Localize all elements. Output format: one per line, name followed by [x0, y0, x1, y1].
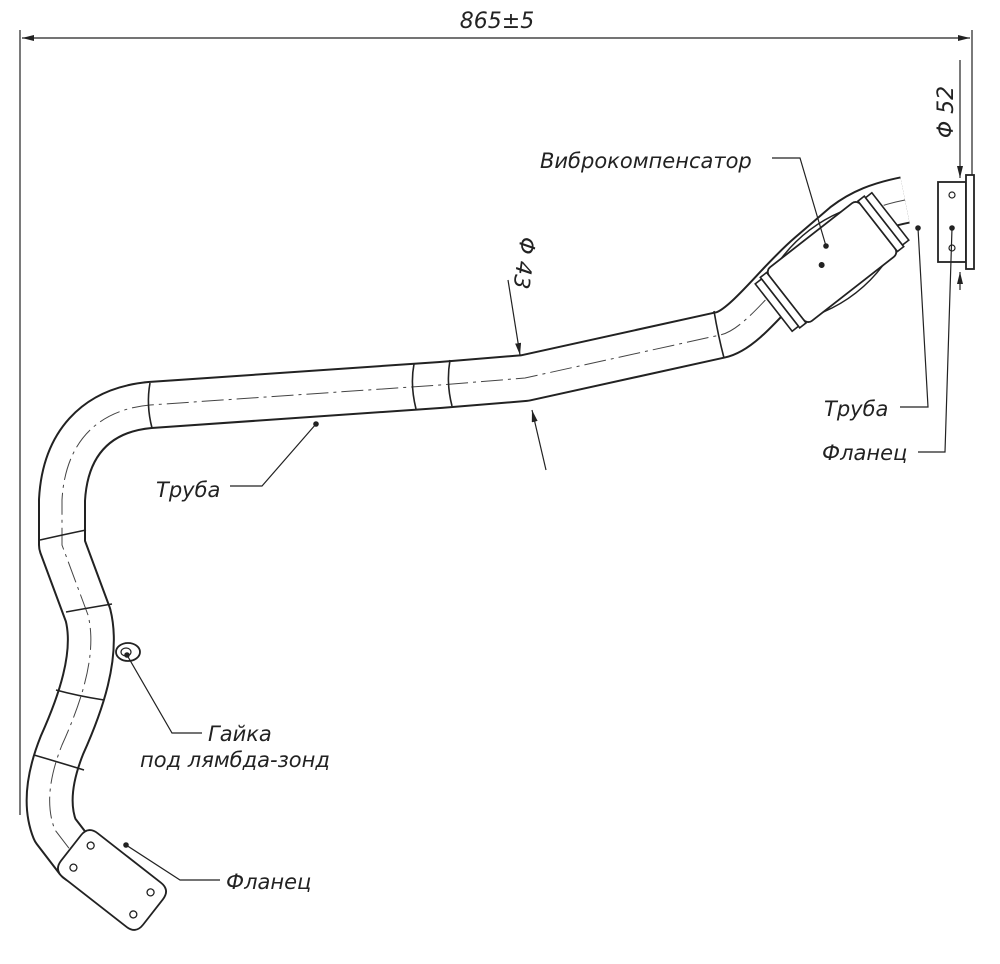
vibro-compensator-label: Виброкомпенсатор [540, 149, 752, 173]
outlet-flange [937, 174, 975, 270]
inlet-flange [57, 829, 167, 931]
pipe-diameter-value: Φ 43 [507, 235, 539, 290]
upper-pipe-label: Труба [824, 397, 888, 421]
lambda-sensor-nut [115, 642, 141, 662]
lower-flange-label: Фланец [226, 870, 311, 894]
outlet-diameter-dimension: Φ 52 [934, 60, 963, 290]
upper-flange-label: Фланец [822, 441, 907, 465]
lambda-nut-label-line2: под лямбда-зонд [140, 748, 330, 772]
outlet-diameter-value: Φ 52 [934, 86, 959, 138]
overall-length-dimension: 865±5 [19, 9, 973, 815]
lambda-nut-label-line1: Гайка [208, 722, 272, 746]
vibro-compensator [754, 191, 910, 333]
lower-pipe-label: Труба [156, 478, 220, 502]
overall-length-value: 865±5 [460, 9, 534, 34]
leader-lines [123, 157, 955, 881]
